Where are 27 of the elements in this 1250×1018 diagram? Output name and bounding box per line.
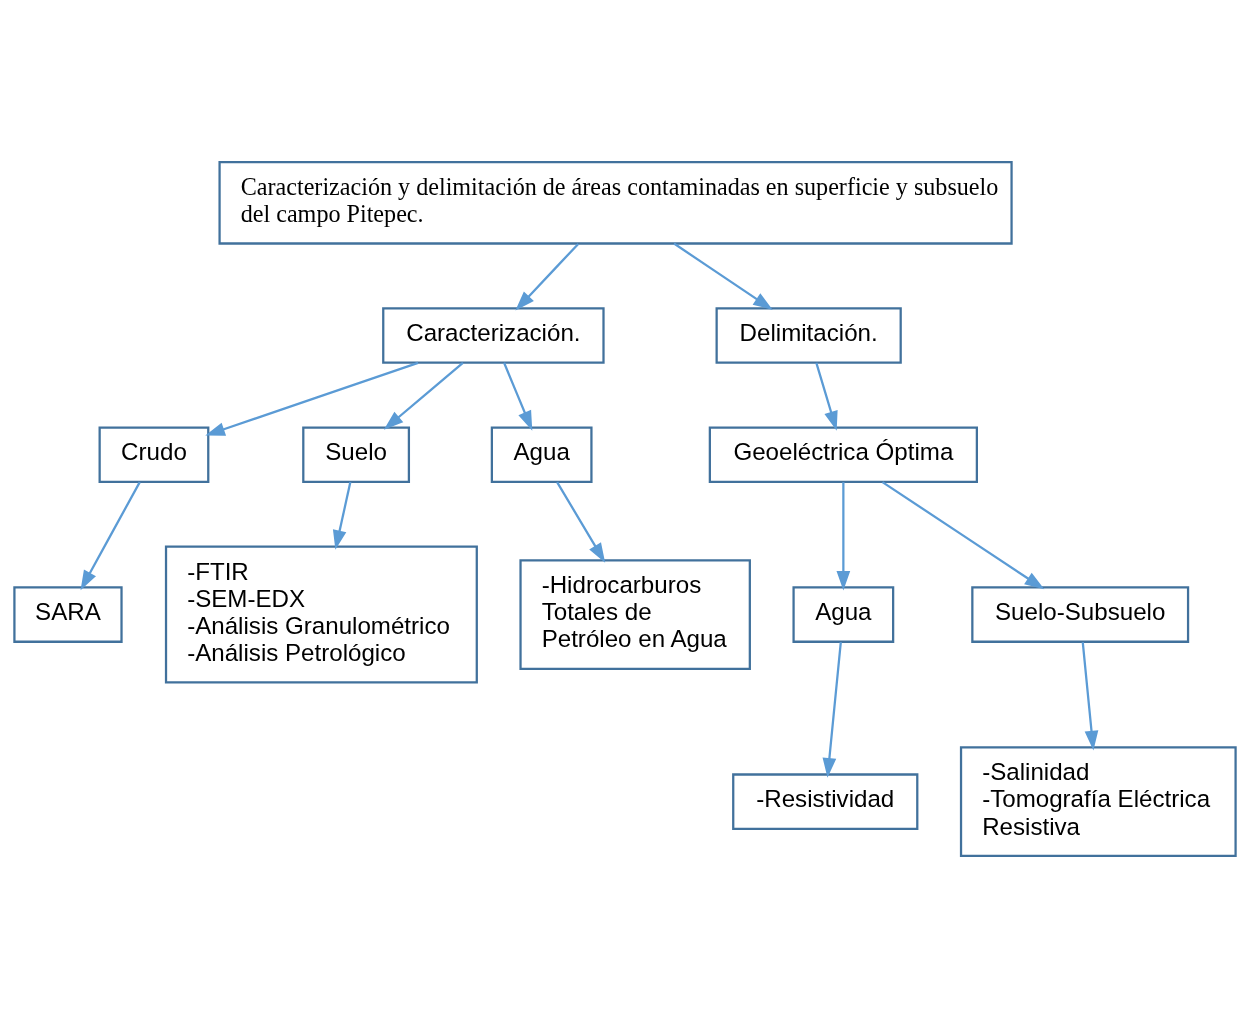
- arrow: [1081, 641, 1099, 751]
- node-box: -FTIR -SEM-EDX -Análisis Granulométrico -Análisis Petrológico: [164, 545, 478, 684]
- arrow: [822, 641, 842, 778]
- arrow: [556, 481, 606, 563]
- arrow: [503, 362, 533, 431]
- node-box: Geoeléctrica Óptima: [708, 426, 978, 483]
- node-box: Suelo: [302, 426, 411, 483]
- node-box: Agua: [490, 426, 593, 483]
- node-box: -Salinidad -Tomografía Eléctrica Resistiva: [959, 746, 1237, 858]
- node-box: Caracterización.: [382, 307, 605, 364]
- node-box: SARA: [13, 586, 123, 643]
- node-box: -Resistividad: [732, 773, 919, 830]
- arrow: [205, 361, 419, 436]
- node-box: Crudo: [98, 426, 210, 483]
- arrow: [515, 243, 580, 311]
- arrow: [836, 482, 851, 591]
- arrow: [673, 242, 773, 310]
- arrow: [80, 481, 141, 591]
- arrow: [332, 481, 352, 550]
- node-box: Agua: [792, 586, 895, 643]
- arrow: [383, 361, 464, 430]
- node-box: Caracterización y delimitación de áreas contaminadas en superficie y subsuelo del campo Pitepec.: [218, 160, 1013, 245]
- node-box: Suelo-Subsuelo: [971, 586, 1190, 643]
- node-box: Delimitación.: [715, 307, 902, 364]
- node-box: -Hidrocarburos Totales de Petróleo en Agua: [519, 559, 751, 671]
- arrow: [881, 481, 1045, 590]
- arrow: [815, 362, 838, 431]
